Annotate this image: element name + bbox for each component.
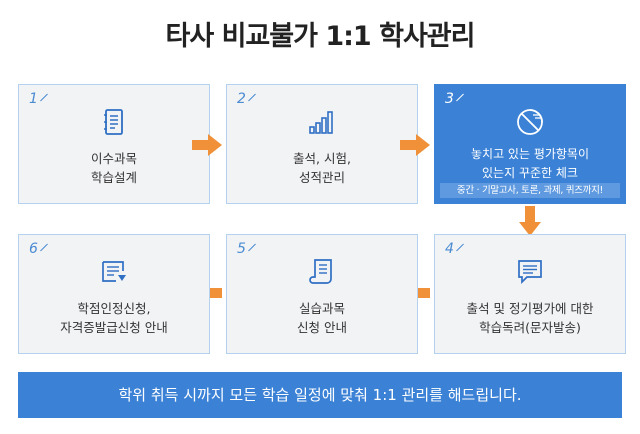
bar-chart-icon — [309, 111, 333, 134]
step-number: 5 — [237, 241, 256, 257]
arrow-down-icon — [519, 206, 541, 236]
target-icon — [517, 109, 543, 135]
step-card-2: 2 출석, 시험,성적관리 — [226, 84, 418, 204]
step-text: 학점인정신청,자격증발급신청 안내 — [60, 301, 168, 335]
message-list-icon — [518, 260, 542, 285]
step-number: 1 — [29, 91, 48, 107]
step-number: 4 — [445, 241, 464, 257]
notebook-icon — [104, 109, 123, 135]
arrow-right-icon — [400, 134, 430, 156]
page-title: 타사 비교불가 1:1 학사관리 — [165, 21, 476, 52]
step-number: 2 — [237, 91, 256, 107]
arrow-right-icon — [192, 134, 222, 156]
scroll-document-icon — [309, 259, 332, 284]
summary-banner: 학위 취득 시까지 모든 학습 일정에 맞춰 1:1 관리를 해드립니다. — [18, 372, 622, 418]
step-card-6: 6 학점인정신청,자격증발급신청 안내 — [18, 234, 210, 354]
step-subnote: 중간 · 기말고사, 토론, 과제, 퀴즈까지! — [440, 183, 620, 198]
step-number: 3 — [445, 91, 464, 107]
step-number: 6 — [29, 241, 48, 257]
document-download-icon — [102, 261, 126, 282]
step-text: 출석, 시험,성적관리 — [293, 151, 351, 185]
